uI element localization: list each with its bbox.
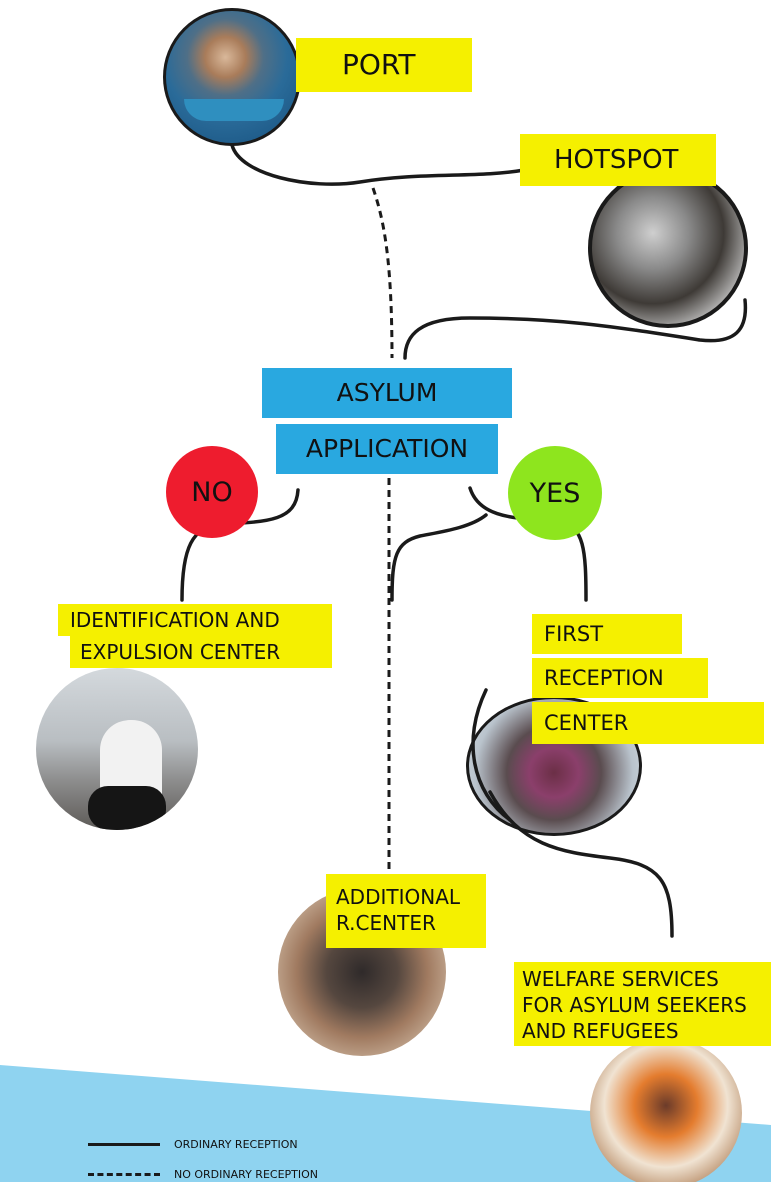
yes-badge: YES [508, 446, 602, 540]
yes-text: YES [529, 477, 581, 509]
port-to-hotspot-line [230, 143, 526, 186]
first-reception-label-line2: RECEPTION [532, 658, 708, 698]
legend-ordinary-text: ORDINARY RECEPTION [174, 1138, 298, 1151]
application-label: APPLICATION [276, 424, 498, 474]
welfare-services-label: WELFARE SERVICES FOR ASYLUM SEEKERS AND … [514, 962, 771, 1046]
hotspot-photo [588, 168, 748, 328]
identification-text-1: IDENTIFICATION AND [70, 608, 280, 632]
legend-dashed-line-icon [88, 1173, 160, 1176]
application-text: APPLICATION [305, 434, 469, 463]
legend-solid-line-icon [88, 1143, 160, 1146]
port-label: PORT [296, 38, 472, 92]
hotspot-text: HOTSPOT [554, 145, 679, 175]
first-reception-text-3: CENTER [544, 711, 629, 735]
welfare-text-3: AND REFUGEES [522, 1019, 679, 1043]
welfare-text-2: FOR ASYLUM SEEKERS [522, 993, 747, 1017]
additional-text-1: ADDITIONAL [336, 885, 461, 909]
identification-text-2: EXPULSION CENTER [80, 640, 281, 664]
additional-center-label: ADDITIONAL R.CENTER [326, 874, 486, 948]
hotspot-to-application-line [403, 298, 748, 360]
legend-no-ordinary: NO ORDINARY RECEPTION [88, 1168, 318, 1181]
no-badge: NO [166, 446, 258, 538]
first-reception-arc [471, 688, 512, 822]
first-reception-label-line1: FIRST [532, 614, 682, 654]
identification-label-line2: EXPULSION CENTER [70, 636, 332, 668]
asylum-text: ASYLUM [336, 378, 438, 407]
port-to-application-dashed-line [371, 187, 394, 359]
additional-text-2: R.CENTER [336, 911, 436, 935]
legend-ordinary: ORDINARY RECEPTION [88, 1138, 298, 1151]
first-reception-label-line3: CENTER [532, 702, 764, 744]
welfare-text-1: WELFARE SERVICES [522, 967, 719, 991]
yes-to-additional-line [390, 513, 488, 602]
hotspot-label: HOTSPOT [520, 134, 716, 186]
first-reception-to-welfare-line [488, 790, 674, 938]
identification-center-photo [36, 668, 198, 830]
no-text: NO [191, 476, 233, 508]
welfare-services-photo [590, 1038, 742, 1182]
identification-label-line1: IDENTIFICATION AND [58, 604, 332, 636]
asylum-label: ASYLUM [262, 368, 512, 418]
legend-no-ordinary-text: NO ORDINARY RECEPTION [174, 1168, 319, 1181]
person-legs [88, 786, 166, 830]
first-reception-text-2: RECEPTION [544, 666, 664, 690]
boat-hull [184, 99, 284, 121]
port-text: PORT [342, 48, 416, 81]
first-reception-text-1: FIRST [544, 622, 604, 646]
